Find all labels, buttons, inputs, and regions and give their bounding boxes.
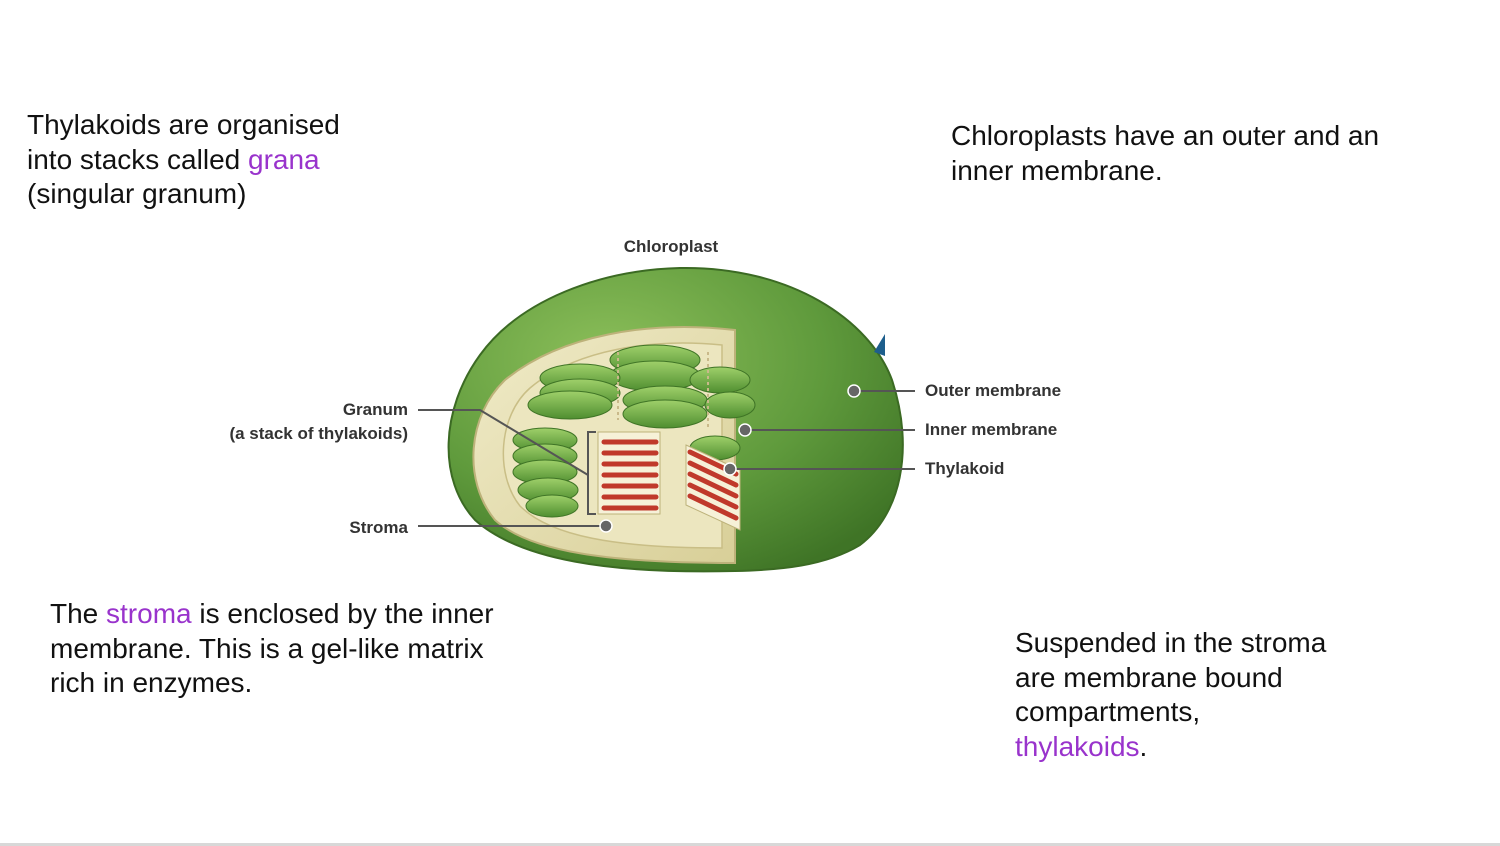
stroma-note-pre: The	[50, 598, 107, 629]
stroma-note-line1: The stroma is enclosed by the inner	[50, 597, 570, 632]
stroma-note-line2: membrane. This is a gel-like matrix	[50, 632, 484, 664]
stroma-note: The stroma is enclosed by the inner memb…	[50, 597, 570, 701]
thylakoid-note-line4: thylakoids.	[1015, 730, 1415, 765]
grana-note-line2-text: into stacks called	[27, 143, 248, 175]
inner-membrane-label: Inner membrane	[925, 420, 1057, 439]
thylakoid-label: Thylakoid	[925, 459, 1004, 478]
grana-note-line1: Thylakoids are organised	[27, 109, 340, 140]
stroma-label: Stroma	[349, 518, 408, 537]
thylakoid-note-line3: compartments,	[1015, 696, 1201, 727]
grana-term: grana	[248, 143, 320, 175]
thylakoid-note-line2: are membrane bound	[1015, 661, 1283, 693]
stroma-note-post: is enclosed by the inner	[191, 598, 494, 629]
membrane-note-line1: Chloroplasts have an outer and an	[951, 120, 1380, 151]
thylakoid-note: Suspended in the stroma are membrane bou…	[1015, 626, 1415, 764]
grana-note-line2: into stacks called grana	[27, 143, 447, 178]
granum-label: Granum	[343, 400, 408, 419]
pointer-marker	[874, 334, 885, 356]
thylakoid-cross-section	[587, 431, 741, 531]
outer-membrane-label: Outer membrane	[925, 381, 1061, 400]
thylakoids-term: thylakoids	[1015, 730, 1140, 762]
granum-sublabel: (a stack of thylakoids)	[229, 424, 408, 443]
bottom-divider	[0, 843, 1500, 846]
thylakoid-note-line1: Suspended in the stroma	[1015, 627, 1327, 658]
diagram-title: Chloroplast	[624, 237, 719, 256]
membrane-note: Chloroplasts have an outer and an inner …	[951, 119, 1451, 188]
grana-stacks	[512, 344, 756, 518]
grana-note-line3: (singular granum)	[27, 178, 247, 209]
stroma-note-line3: rich in enzymes.	[50, 667, 253, 698]
stroma-term: stroma	[106, 598, 192, 629]
membrane-note-line2: inner membrane.	[951, 154, 1163, 186]
grana-note: Thylakoids are organised into stacks cal…	[27, 108, 447, 212]
thylakoid-note-post: .	[1139, 730, 1148, 762]
leader-lines	[418, 384, 915, 533]
